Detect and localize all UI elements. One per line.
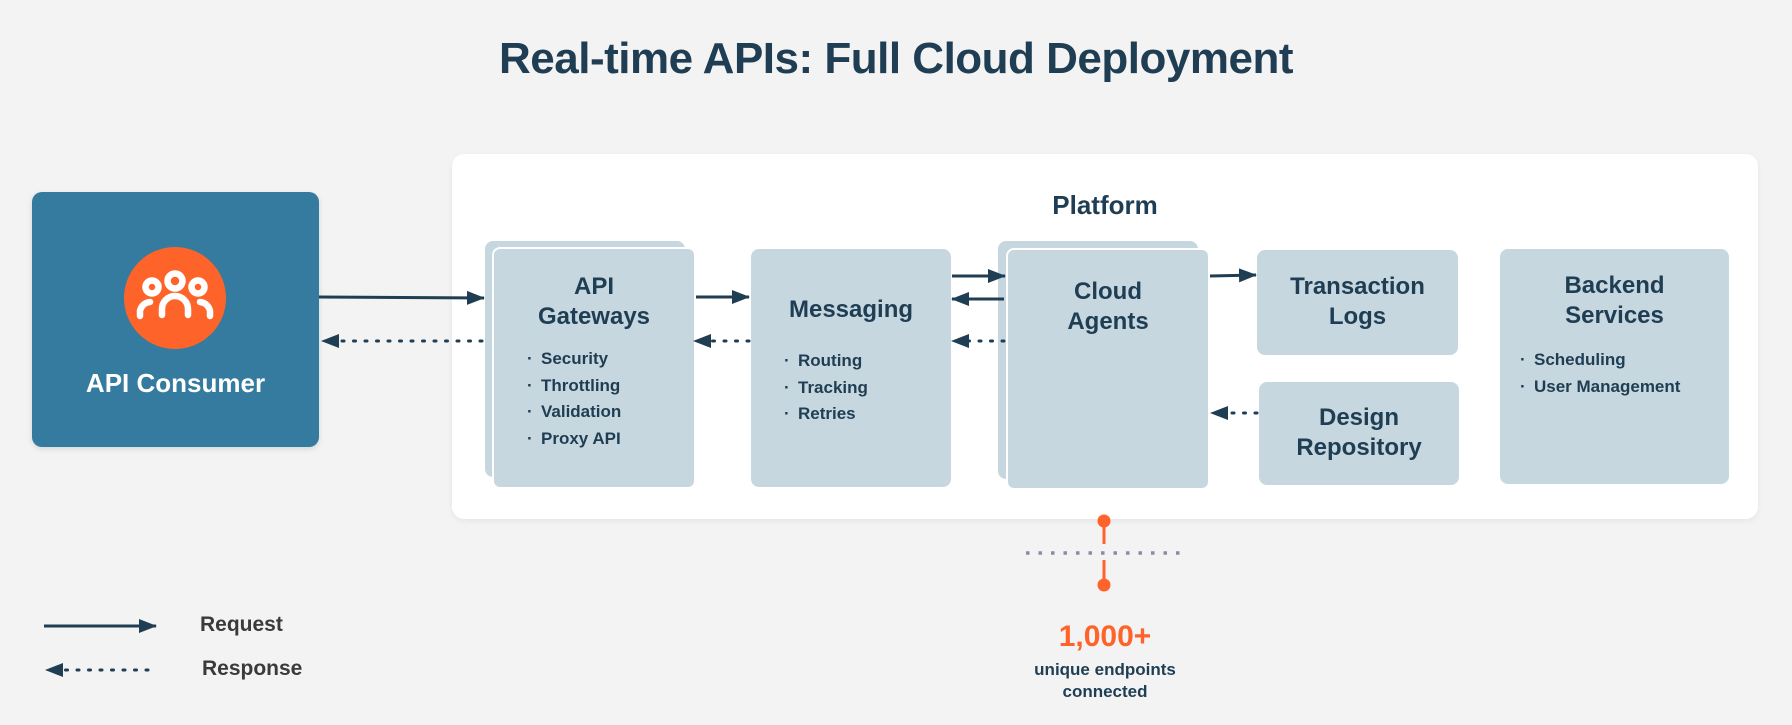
endpoint-dot-top: [1097, 514, 1111, 528]
legend-request-label: Request: [200, 613, 283, 636]
endpoints-count: 1,000+: [1058, 620, 1152, 653]
design-repository-title-line-2: Repository: [1296, 434, 1422, 461]
messaging-title: Messaging: [788, 296, 914, 323]
legend-response-label: Response: [202, 657, 303, 680]
feature-item: Retries: [784, 401, 951, 428]
cloud-agents-title-line-2: Agents: [1067, 308, 1149, 335]
feature-item: Scheduling: [1520, 347, 1729, 374]
feature-item: Throttling: [527, 373, 694, 400]
endpoints-caption-line-2: connected: [1062, 682, 1148, 701]
request-arrow-consumer-to-gateways: [318, 290, 485, 305]
backend-services-feature-list: Scheduling User Management: [1520, 347, 1729, 400]
feature-item: Tracking: [784, 375, 951, 402]
design-repository-title-line-1: Design: [1318, 404, 1399, 431]
messaging-feature-list: Routing Tracking Retries: [784, 348, 951, 428]
feature-item: Routing: [784, 348, 951, 375]
endpoints-caption-line-1: unique endpoints: [1034, 660, 1176, 679]
endpoints-caption: unique endpoints connected: [1000, 659, 1210, 703]
transaction-logs-title-line-2: Logs: [1328, 303, 1387, 330]
api-gateways-node[interactable]: API Gateways Security Throttling Validat…: [492, 247, 696, 489]
backend-services-title-line-1: Backend: [1564, 272, 1665, 299]
api-gateways-title-line-2: Gateways: [537, 303, 651, 330]
backend-services-title-line-2: Services: [1565, 302, 1664, 329]
endpoint-dot-bottom: [1097, 578, 1111, 592]
cloud-agents-node[interactable]: Cloud Agents: [1006, 248, 1210, 490]
platform-label: Platform: [1052, 190, 1158, 220]
cloud-agents-title-line-1: Cloud: [1074, 278, 1142, 305]
feature-item: Validation: [527, 399, 694, 426]
transaction-logs-title-line-1: Transaction: [1290, 273, 1425, 300]
api-gateways-title-line-1: API: [573, 273, 614, 300]
api-gateways-feature-list: Security Throttling Validation Proxy API: [527, 346, 694, 452]
transaction-logs-node[interactable]: Transaction Logs: [1257, 250, 1458, 355]
request-arrow-agents-to-logs: [1209, 268, 1257, 283]
design-repository-node[interactable]: Design Repository: [1259, 382, 1459, 485]
backend-services-node[interactable]: Backend Services Scheduling User Managem…: [1500, 249, 1729, 484]
messaging-node[interactable]: Messaging Routing Tracking Retries: [751, 249, 951, 487]
api-consumer-node[interactable]: API Consumer: [32, 192, 319, 447]
users-group-icon: [124, 247, 226, 349]
diagram-title: Real-time APIs: Full Cloud Deployment: [499, 34, 1293, 83]
feature-item: User Management: [1520, 374, 1729, 401]
api-consumer-label: API Consumer: [85, 368, 266, 398]
feature-item: Proxy API: [527, 426, 694, 453]
feature-item: Security: [527, 346, 694, 373]
